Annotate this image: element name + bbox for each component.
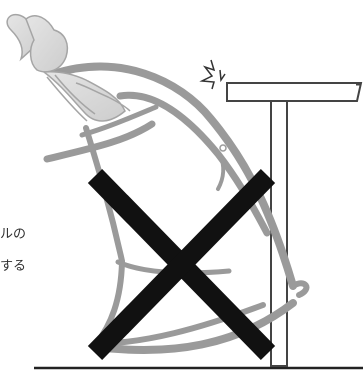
caption-line-1: ルの	[0, 227, 27, 242]
alert-burst-icon	[199, 59, 226, 90]
x-mark-icon	[87, 169, 276, 360]
seated-child-figure	[6, 13, 131, 122]
chair-joint-dot	[219, 144, 227, 152]
caption-line-2: する	[0, 259, 27, 274]
